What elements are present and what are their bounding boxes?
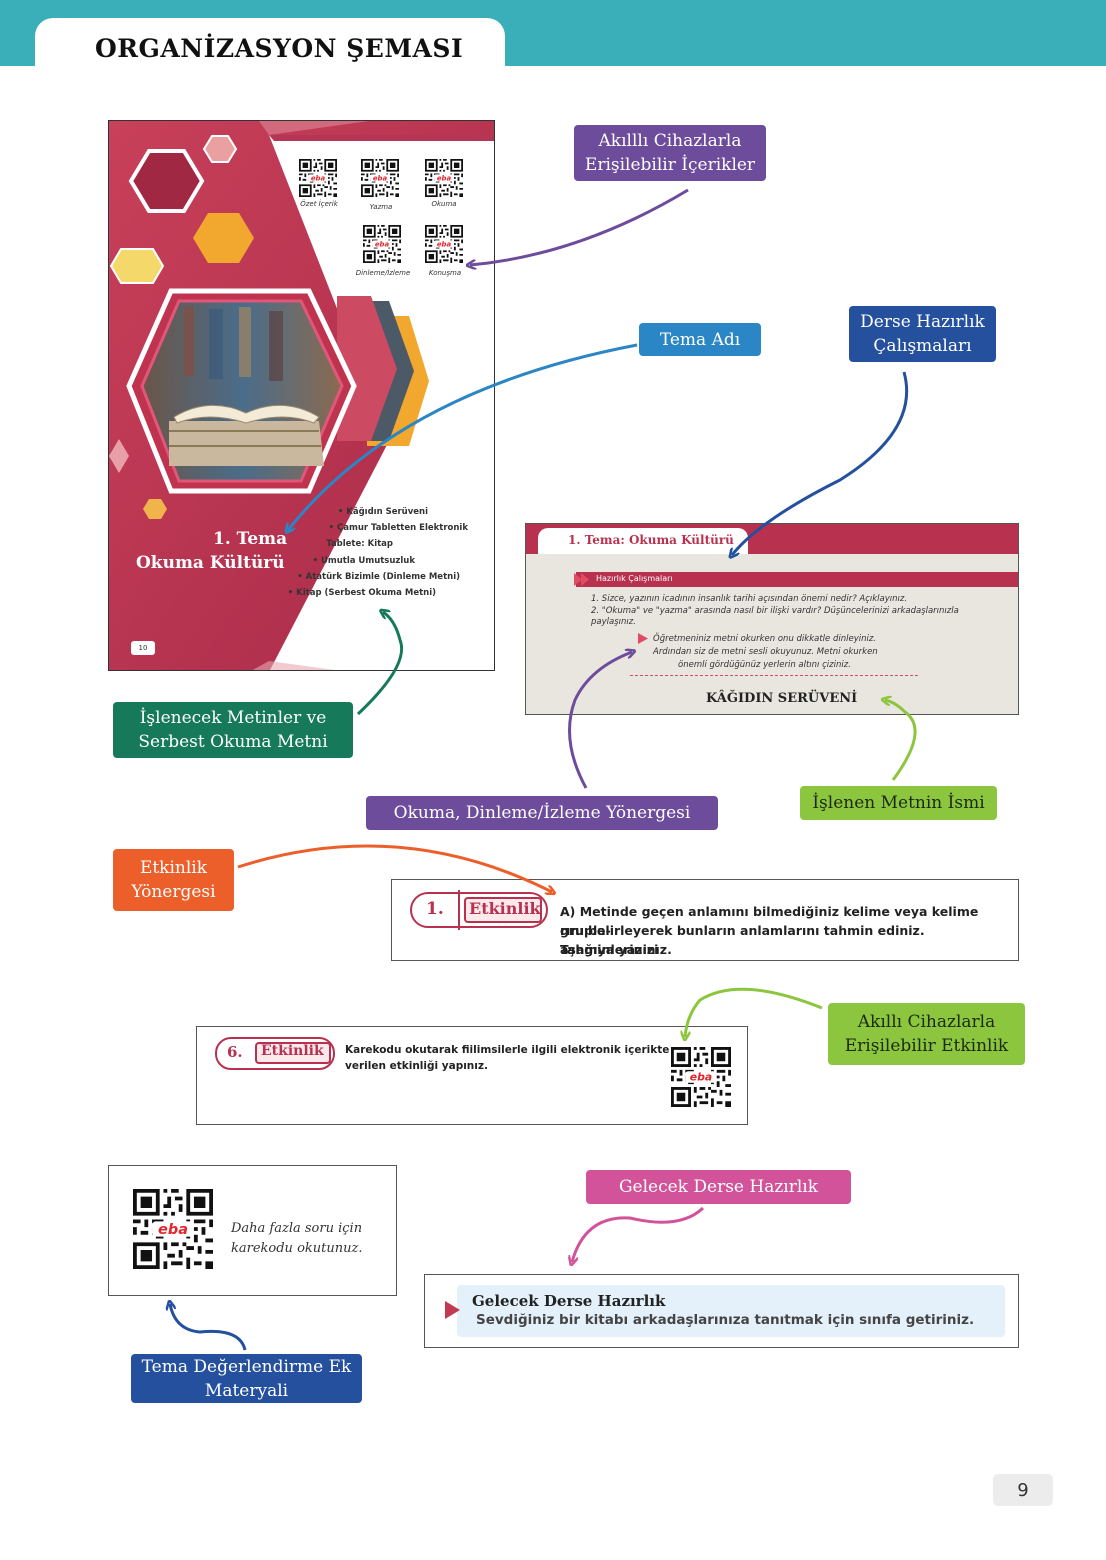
reading-instruction: Öğretmeniniz metni okurken onu dikkatle …: [653, 634, 877, 644]
activity-badge: 6. Etkinlik: [215, 1037, 335, 1070]
qr-code-more-questions: [133, 1189, 213, 1269]
prep-excerpt: 1. Tema: Okuma Kültürü Hazırlık Çalışmal…: [525, 523, 1019, 715]
instruction-arrow-icon: [638, 633, 648, 644]
cover-artwork: [109, 121, 494, 670]
qr-code-speaking: [425, 225, 463, 263]
prep-question: 1. Sizce, yazının icadının insanlık tari…: [591, 594, 908, 604]
text-list-item: • Kitap (Serbest Okuma Metni): [287, 588, 436, 598]
qr-code-writing: [361, 159, 399, 197]
activity-1-box: 1. Etkinlik A) Metinde geçen anlamını bi…: [391, 879, 1019, 961]
section-arrow-icon: [574, 573, 589, 586]
activity-text-line: Karekodu okutarak fiilimsilerle ilgili e…: [345, 1044, 670, 1056]
label-activity-instruction: Etkinlik Yönergesi: [113, 849, 234, 911]
label-smart-content: Akılllı Cihazlarla Erişilebilir İçerikle…: [574, 125, 766, 181]
excerpt-tab-title: 1. Tema: Okuma Kültürü: [568, 533, 734, 547]
activity-6-box: 6. Etkinlik Karekodu okutarak fiilimsile…: [196, 1026, 748, 1125]
label-texts: İşlenecek Metinler ve Serbest Okuma Metn…: [113, 702, 353, 758]
text-list-item: • Çamur Tabletten Elektronik: [328, 523, 468, 533]
page-number: 9: [993, 1474, 1053, 1506]
section-bar: [576, 572, 1018, 587]
label-lesson-prep: Derse Hazırlık Çalışmaları: [849, 306, 996, 362]
qr-caption: Okuma: [431, 200, 457, 208]
activity-number: 1.: [426, 899, 444, 919]
text-list-item: • Umutla Umutsuzluk: [312, 556, 415, 566]
next-arrow-icon: [445, 1301, 460, 1319]
text-list-item: Tablete: Kitap: [326, 539, 393, 549]
activity-text-line: aşağıya yazınız.: [560, 942, 672, 957]
qr-note-line: karekodu okutunuz.: [231, 1241, 363, 1256]
activity-text-line: A) Metinde geçen anlamını bilmediğiniz k…: [560, 904, 979, 938]
cover-page-number: 10: [131, 641, 155, 655]
qr-code-activity: [671, 1047, 731, 1107]
activity-badge: 1. Etkinlik: [410, 890, 548, 930]
qr-note-box: Daha fazla soru için karekodu okutunuz.: [108, 1165, 397, 1296]
qr-code-summary: [299, 159, 337, 197]
activity-text-line: verilen etkinliği yapınız.: [345, 1060, 488, 1072]
next-lesson-title: Gelecek Derse Hazırlık: [472, 1292, 666, 1310]
qr-caption: Dinleme/İzleme: [355, 269, 411, 277]
qr-caption: Konuşma: [428, 269, 462, 277]
label-text-name: İşlenen Metnin İsmi: [800, 786, 997, 820]
qr-caption: Özet İçerik: [300, 200, 338, 208]
section-title: Hazırlık Çalışmaları: [596, 574, 673, 583]
qr-code-reading: [425, 159, 463, 197]
label-theme-eval: Tema Değerlendirme Ek Materyali: [131, 1354, 362, 1403]
page-title: ORGANİZASYON ŞEMASI: [95, 34, 464, 63]
prep-question: 2. "Okuma" ve "yazma" arasında nasıl bir…: [591, 606, 959, 616]
next-lesson-box: Gelecek Derse Hazırlık Sevdiğiniz bir ki…: [424, 1274, 1019, 1348]
activity-word: Etkinlik: [469, 899, 541, 918]
qr-note-line: Daha fazla soru için: [231, 1221, 363, 1236]
text-title: KÂĞIDIN SERÜVENİ: [706, 691, 858, 706]
qr-note-text: Daha fazla soru için karekodu okutunuz.: [231, 1219, 362, 1259]
activity-number: 6.: [227, 1043, 243, 1061]
label-smart-activity: Akıllı Cihazlarla Erişilebilir Etkinlik: [828, 1003, 1025, 1065]
next-lesson-text: Sevdiğiniz bir kitabı arkadaşlarınıza ta…: [476, 1312, 975, 1328]
text-list-item: • Atatürk Bizimle (Dinleme Metni): [297, 572, 460, 582]
label-reading-instruction: Okuma, Dinleme/İzleme Yönergesi: [366, 796, 718, 830]
reading-instruction: Ardından siz de metni sesli okuyunuz. Me…: [653, 647, 878, 657]
activity-word: Etkinlik: [261, 1043, 324, 1059]
label-theme-name: Tema Adı: [639, 323, 761, 356]
theme-title: Okuma Kültürü: [136, 553, 285, 573]
theme-number: 1. Tema: [213, 529, 288, 549]
reading-instruction: önemli gördüğünüz yerlerin altını çizini…: [678, 660, 851, 670]
theme-cover-page: Özet İçerik Yazma Okuma Dinleme/İzleme K…: [108, 120, 495, 671]
text-list-item: • Kâğıdın Serüveni: [337, 507, 428, 517]
qr-code-listening: [363, 225, 401, 263]
qr-caption: Yazma: [369, 203, 393, 211]
title-tab: [35, 18, 505, 78]
prep-question-cont: paylaşınız.: [591, 617, 636, 627]
dashed-divider: [630, 675, 918, 676]
label-next-prep: Gelecek Derse Hazırlık: [586, 1170, 851, 1204]
activity-text-line: rını belirleyerek bunların anlamlarını t…: [560, 923, 925, 957]
